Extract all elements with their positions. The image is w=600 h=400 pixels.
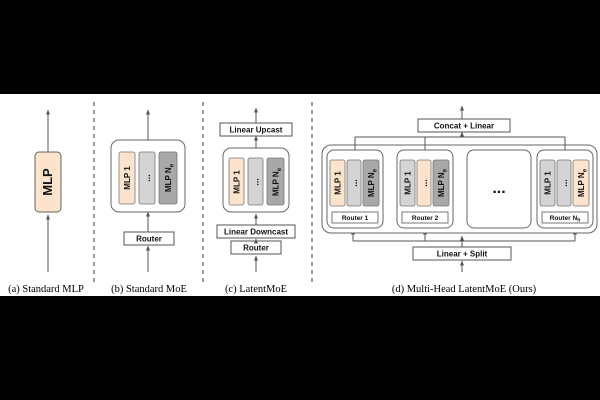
head-1-expert-n: [362, 159, 380, 207]
router-label: Router: [243, 244, 269, 253]
head-n-expert-n: [572, 159, 590, 207]
caption-b: (b) Standard MoE: [111, 284, 187, 295]
router-2-box: [401, 211, 449, 224]
expert-dots: ...: [142, 174, 152, 182]
router-n-box: [541, 211, 589, 224]
caption-a: (a) Standard MLP: [8, 284, 84, 295]
head-ellipsis: [466, 149, 532, 229]
expert-middle: [247, 157, 264, 206]
router-label: Router: [136, 235, 162, 244]
head-n-expert-dots: ...: [559, 179, 569, 187]
head-1-expert-dots: ...: [349, 179, 359, 187]
concat-label: Concat + Linear: [434, 122, 494, 131]
head-n-expert-middle: [556, 159, 572, 207]
head-1-expert-1: [329, 159, 346, 207]
panel-d: Linear + Split MLP 1 ... MLP Ne Router 1…: [321, 105, 598, 295]
head-2-expert-middle: [416, 159, 432, 207]
router-1-label: Router 1: [342, 215, 369, 222]
head-1-expert-middle: [346, 159, 362, 207]
expert-1-label: MLP 1: [123, 166, 132, 190]
router-1-box: [331, 211, 379, 224]
expert-1: [118, 151, 136, 205]
expert-n-label: MLP Ne: [164, 163, 176, 192]
panel-a: MLP (a) Standard MLP: [8, 109, 84, 295]
router-2-label: Router 2: [412, 215, 439, 222]
head-2-expert-dots: ...: [419, 179, 429, 187]
panel-c: Router Linear Downcast MLP 1 ... MLP Ne …: [216, 107, 296, 295]
router-box: [123, 231, 175, 246]
expert-middle: [138, 151, 156, 205]
head-1-expert-n-label: MLP Ne: [367, 168, 379, 197]
head-2-expert-n-label: MLP Ne: [437, 168, 449, 197]
mlp-label: MLP: [40, 168, 55, 196]
head-ellipsis-dots: ...: [492, 180, 505, 197]
architecture-diagram: MLP (a) Standard MLP Router MLP 1 ... ML…: [8, 102, 598, 295]
head-n-expert-1-label: MLP 1: [544, 171, 553, 195]
expert-n: [266, 157, 285, 206]
router-n-label: Router Nh: [550, 215, 581, 224]
head-n-expert-n-label: MLP Ne: [577, 168, 589, 197]
expert-n-label: MLP Ne: [272, 167, 284, 196]
head-2-expert-1: [399, 159, 416, 207]
expert-dots: ...: [251, 178, 261, 186]
figure-panel: MLP (a) Standard MLP Router MLP 1 ... ML…: [0, 94, 600, 296]
upcast-label: Linear Upcast: [230, 126, 283, 135]
caption-d: (d) Multi-Head LatentMoE (Ours): [392, 284, 537, 295]
head-1-expert-1-label: MLP 1: [334, 171, 343, 195]
head-2-expert-n: [432, 159, 450, 207]
caption-c: (c) LatentMoE: [225, 284, 287, 295]
split-label: Linear + Split: [437, 250, 488, 259]
expert-n: [158, 151, 178, 205]
head-2-expert-1-label: MLP 1: [404, 171, 413, 195]
mlp-block: [34, 151, 62, 213]
expert-1-label: MLP 1: [233, 170, 242, 194]
head-n-expert-1: [539, 159, 556, 207]
expert-1: [228, 157, 245, 206]
concat-box: [417, 118, 511, 133]
panel-b: Router MLP 1 ... MLP Ne (b) Standard MoE: [110, 109, 187, 295]
downcast-label: Linear Downcast: [224, 228, 288, 237]
